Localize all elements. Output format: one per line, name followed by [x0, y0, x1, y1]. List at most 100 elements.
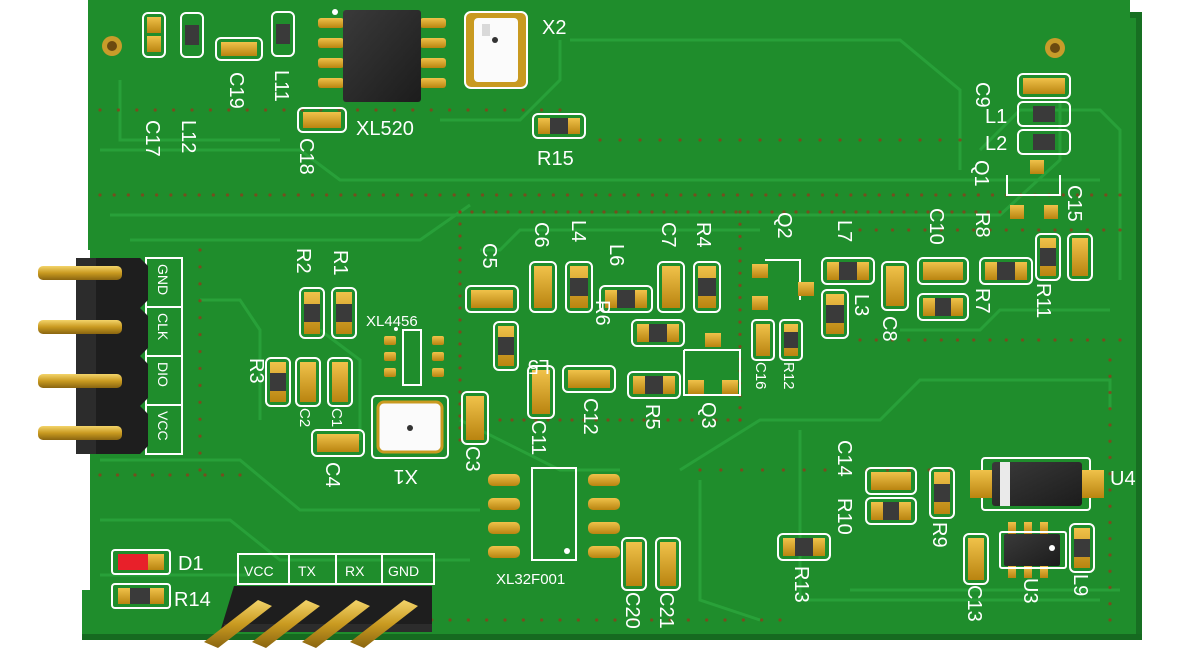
via-dot: [598, 138, 602, 142]
via-dot: [863, 193, 867, 197]
via-dot: [325, 193, 329, 197]
via-dot: [466, 618, 470, 622]
via-dot: [614, 210, 618, 214]
via-dot: [877, 193, 881, 197]
via-dot: [918, 138, 922, 142]
via-dot: [760, 618, 764, 622]
label-c21: C21: [655, 592, 677, 629]
via-dot: [183, 193, 187, 197]
via-dot: [962, 210, 966, 214]
via-dot: [1037, 338, 1041, 342]
via-dot: [458, 378, 462, 382]
via-dot: [168, 473, 172, 477]
via-dot: [974, 210, 978, 214]
via-dot: [1108, 439, 1112, 443]
label-r12: R12: [780, 362, 797, 390]
via-dot: [686, 210, 690, 214]
via-dot: [458, 246, 462, 250]
via-dot: [698, 210, 702, 214]
via-dot: [198, 248, 202, 252]
label-c16: C16: [752, 362, 769, 390]
via-dot: [988, 338, 992, 342]
via-dot: [518, 210, 522, 214]
via-dot: [367, 193, 371, 197]
via-dot: [185, 473, 190, 477]
label-c14: C14: [833, 440, 855, 477]
via-dot: [594, 193, 598, 197]
via-dot: [818, 138, 822, 142]
via-dot: [594, 418, 598, 422]
label-r6: R6: [591, 300, 613, 326]
via-dot: [622, 193, 626, 197]
label-l9: L9: [1069, 574, 1091, 596]
component-l9: [1069, 523, 1095, 573]
label-c18: C18: [295, 138, 317, 175]
via-dot: [495, 193, 499, 197]
via-dot: [1020, 338, 1025, 342]
via-dot: [1102, 338, 1106, 342]
component-l3: [821, 289, 849, 339]
via-dot: [666, 418, 670, 422]
via-dot: [823, 468, 827, 472]
label-l4: L4: [567, 220, 589, 242]
via-dot: [1085, 338, 1090, 342]
via-dot: [738, 222, 742, 226]
via-dot: [849, 193, 853, 197]
via-dot: [534, 418, 538, 422]
via-dot: [630, 418, 634, 422]
chip-xl4456: [384, 327, 444, 386]
via-dot: [153, 108, 157, 112]
via-dot: [521, 618, 525, 622]
via-dot: [282, 108, 286, 112]
via-dot: [606, 418, 610, 422]
via-dot: [482, 210, 486, 214]
label-c2: C2: [296, 408, 313, 427]
crystal-x1: [371, 395, 449, 459]
via-dot: [264, 108, 268, 112]
via-dot: [582, 418, 586, 422]
component-c5: [465, 285, 519, 313]
chip-u3: [999, 522, 1067, 578]
via-dot: [1108, 537, 1112, 541]
component-l4: [565, 261, 593, 313]
component-r11: [1035, 233, 1061, 281]
label-x2: X2: [542, 17, 566, 39]
label-r15: R15: [537, 148, 574, 170]
component-l7: [821, 257, 875, 285]
via-dot: [990, 193, 995, 197]
via-dot: [1108, 407, 1112, 411]
via-dot: [718, 138, 722, 142]
via-dot: [738, 308, 742, 312]
via-dot: [608, 193, 612, 197]
via-dot: [778, 138, 782, 142]
via-dot: [738, 138, 742, 142]
via-dot: [890, 210, 894, 214]
component-c11: [527, 365, 555, 419]
via-dot: [650, 193, 655, 197]
via-dot: [746, 210, 750, 214]
via-dot: [738, 332, 742, 336]
via-dot: [554, 210, 558, 214]
via-dot: [522, 418, 526, 422]
component-c16: [751, 319, 775, 361]
component-c20: [621, 537, 647, 591]
via-dot: [198, 400, 202, 404]
via-dot: [906, 468, 910, 472]
component-r9: [929, 467, 955, 519]
via-dot: [707, 193, 711, 197]
component-r1: [331, 287, 357, 339]
via-dot: [721, 193, 725, 197]
via-dot: [976, 193, 980, 197]
via-dot: [458, 366, 462, 370]
via-dot: [448, 108, 452, 112]
component-r4: [693, 261, 721, 313]
via-dot: [470, 210, 474, 214]
mount-hole-right: [1045, 38, 1065, 58]
via-dot: [1108, 602, 1112, 606]
via-dot: [806, 193, 810, 197]
via-dot: [211, 193, 215, 197]
via-dot: [705, 618, 709, 622]
via-dot: [1108, 553, 1112, 557]
via-dot: [723, 618, 727, 622]
via-dot: [638, 138, 642, 142]
